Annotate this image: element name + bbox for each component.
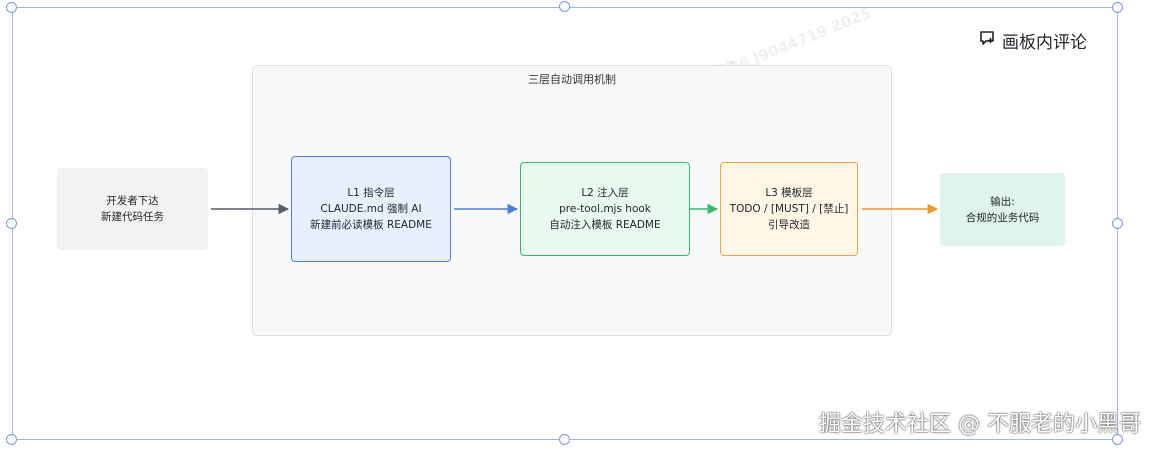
resize-handle-top-right[interactable] — [1112, 2, 1123, 13]
node-developer-line-1: 开发者下达 — [106, 195, 159, 207]
resize-handle-top-middle[interactable] — [559, 1, 570, 12]
node-developer-line-2: 新建代码任务 — [101, 211, 164, 223]
node-l3-line-1: L3 模板层 — [765, 187, 813, 199]
node-l3-line-3: 引导改造 — [768, 219, 810, 231]
comment-add-icon — [978, 29, 996, 52]
source-watermark: 掘金技术社区 @ 不服老的小黑哥 — [819, 412, 1141, 437]
comment-button-label: 画板内评论 — [1002, 32, 1087, 53]
resize-handle-top-left[interactable] — [6, 2, 17, 13]
node-l2-injection-layer[interactable]: L2 注入层 pre-tool.mjs hook 自动注入模板 README — [520, 162, 690, 256]
resize-handle-bottom-left[interactable] — [6, 434, 17, 445]
node-output[interactable]: 输出: 合规的业务代码 — [940, 173, 1065, 246]
node-l1-line-2: CLAUDE.md 强制 AI — [320, 203, 422, 215]
node-l1-line-1: L1 指令层 — [347, 187, 395, 199]
resize-handle-bottom-middle[interactable] — [559, 434, 570, 445]
node-output-line-2: 合规的业务代码 — [965, 211, 1040, 224]
node-developer[interactable]: 开发者下达 新建代码任务 — [57, 168, 208, 250]
board-comment-button[interactable]: 画板内评论 — [978, 28, 1087, 53]
node-l1-line-3: 新建前必读模板 README — [310, 219, 432, 231]
node-l2-line-1: L2 注入层 — [581, 187, 629, 199]
group-title: 三层自动调用机制 — [528, 73, 616, 86]
node-output-line-1: 输出: — [990, 195, 1015, 208]
node-l1-instruction-layer[interactable]: L1 指令层 CLAUDE.md 强制 AI 新建前必读模板 README — [291, 156, 451, 262]
resize-handle-middle-left[interactable] — [6, 218, 17, 229]
node-l2-line-2: pre-tool.mjs hook — [559, 203, 651, 215]
resize-handle-bottom-right[interactable] — [1112, 434, 1123, 445]
node-l3-line-2: TODO / [MUST] / [禁止] — [729, 203, 849, 215]
node-l2-line-3: 自动注入模板 README — [549, 219, 661, 231]
node-l3-template-layer[interactable]: L3 模板层 TODO / [MUST] / [禁止] 引导改造 — [720, 162, 858, 256]
resize-handle-middle-right[interactable] — [1112, 218, 1123, 229]
